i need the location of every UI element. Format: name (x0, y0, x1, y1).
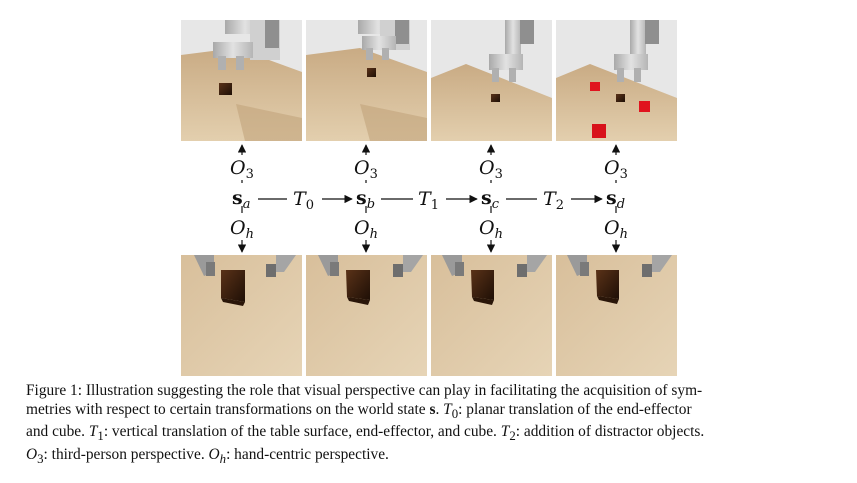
caption-line-4: O3: third-person perspective. Oh: hand-c… (26, 445, 389, 467)
state-label-b: sb (356, 187, 375, 212)
state-label-c: sc (481, 187, 500, 212)
transform-label-t2: T2 (543, 188, 564, 213)
top-view-panel-a (181, 20, 302, 141)
observation-connectors (237, 144, 621, 253)
oh-label-d: Oh (604, 217, 628, 242)
o3-label-a: O3 (230, 157, 254, 182)
transform-label-t1: T1 (418, 188, 439, 213)
bottom-view-panel-c (431, 255, 552, 376)
caption-line-2: metries with respect to certain transfor… (26, 400, 692, 421)
caption-line-1: Figure 1: Illustration suggesting the ro… (26, 382, 703, 399)
state-label-a: sa (232, 187, 250, 212)
distractor-cube-1 (590, 82, 600, 91)
bottom-view-panel-a (181, 255, 302, 376)
oh-label-a: Oh (230, 217, 254, 242)
top-view-panel-b (306, 20, 427, 141)
state-label-d: sd (606, 187, 625, 212)
figure-diagram: O3 O3 O3 O3 Oh Oh Oh Oh sa sb sc sd T0 T… (181, 20, 677, 376)
oh-label-c: Oh (479, 217, 503, 242)
o3-label-d: O3 (604, 157, 628, 182)
distractor-cube-2 (639, 101, 650, 112)
bottom-view-panel-b (306, 255, 427, 376)
bottom-view-panel-d (556, 255, 677, 376)
o3-label-b: O3 (354, 157, 378, 182)
caption-line-3: and cube. T1: vertical translation of th… (26, 423, 705, 444)
top-view-panel-c (431, 20, 552, 141)
figure-caption: Figure 1: Illustration suggesting the ro… (26, 382, 838, 469)
transform-label-t0: T0 (293, 188, 314, 213)
o3-label-c: O3 (479, 157, 503, 182)
distractor-cube-3 (592, 124, 606, 138)
oh-label-b: Oh (354, 217, 378, 242)
top-view-panel-d (556, 20, 677, 141)
